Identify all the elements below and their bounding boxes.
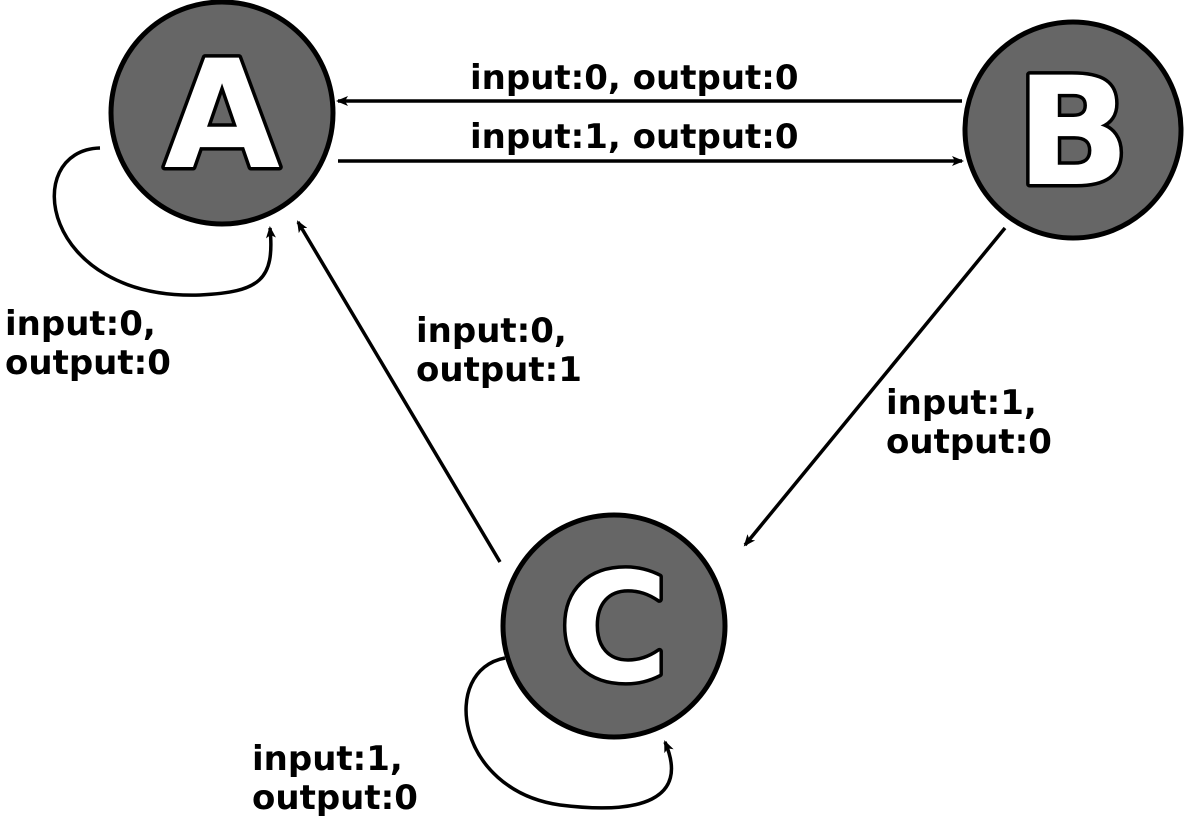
state-c: C bbox=[500, 512, 728, 740]
state-a-label: A bbox=[164, 29, 280, 203]
edge-a-self-loop bbox=[52, 146, 276, 297]
label-c-self-line2: output:0 bbox=[252, 778, 418, 818]
edge-b-to-c bbox=[743, 226, 1007, 547]
label-b-to-c-line2: output:0 bbox=[886, 422, 1052, 462]
state-b-circle bbox=[962, 19, 1184, 241]
state-b: B bbox=[962, 19, 1184, 241]
state-a-circle bbox=[108, 0, 336, 227]
label-c-to-a-line2: output:1 bbox=[416, 350, 582, 390]
edge-c-to-a bbox=[296, 220, 502, 563]
state-c-label: C bbox=[559, 542, 669, 716]
label-c-self-line1: input:1, bbox=[252, 739, 403, 779]
label-c-to-a-line1: input:0, bbox=[416, 311, 567, 351]
label-a-to-b: input:1, output:0 bbox=[470, 117, 799, 157]
label-b-to-a: input:0, output:0 bbox=[470, 58, 799, 98]
label-a-self-line2: output:0 bbox=[5, 343, 171, 383]
edge-c-self-loop bbox=[464, 656, 674, 810]
state-a: A bbox=[108, 0, 336, 227]
label-a-self-line1: input:0, bbox=[5, 304, 156, 344]
label-b-to-c-line1: input:1, bbox=[886, 383, 1037, 423]
state-c-circle bbox=[500, 512, 728, 740]
state-b-label: B bbox=[1016, 46, 1130, 220]
